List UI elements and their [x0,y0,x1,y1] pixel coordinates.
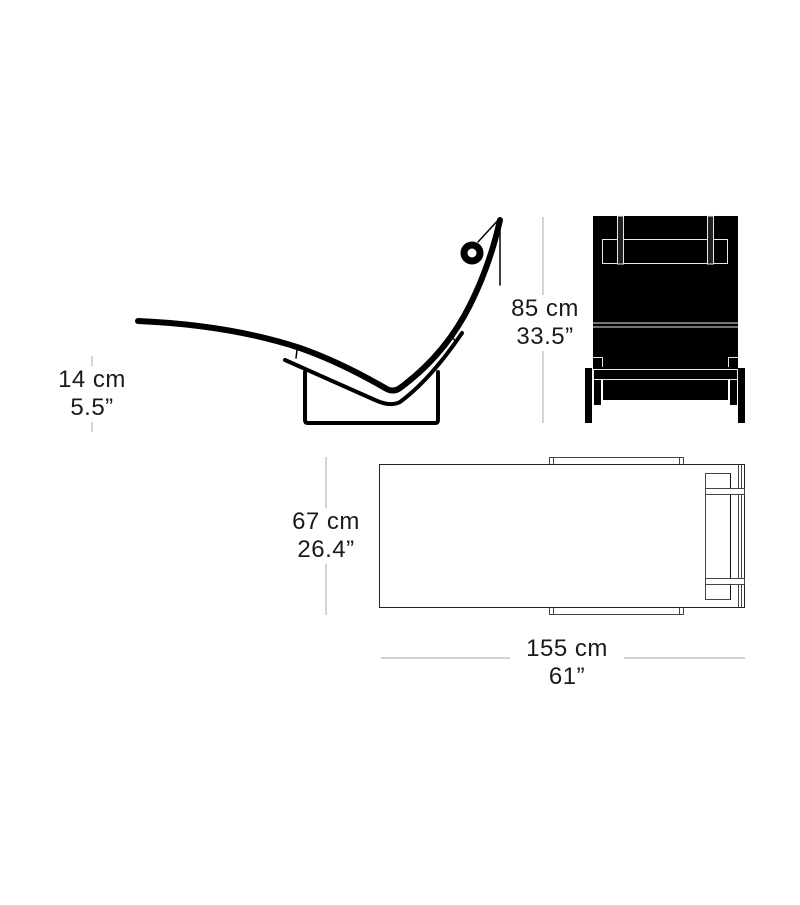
front-view [585,215,745,423]
front-crossbar [593,368,738,380]
front-crossbar-outline [593,369,738,380]
top-rail-lower [549,607,684,615]
side-view [135,217,503,425]
top-strap-upper [705,488,745,495]
width-label: 67 cm 26.4” [281,508,371,564]
side-support-rail [283,331,464,407]
side-base-frame [303,370,440,425]
seat-height-imperial: 5.5” [70,394,114,421]
width-imperial: 26.4” [297,536,355,563]
side-seat-shell [135,217,503,394]
front-leg-right [738,368,745,423]
front-strap-left [617,215,624,265]
front-lower-block [603,380,728,400]
seat-height-label: 14 cm 5.5” [48,366,136,422]
side-connector [451,335,456,342]
front-corner-left [593,357,603,367]
height-metric: 85 cm [511,295,579,322]
seat-height-metric: 14 cm [58,366,126,393]
length-metric: 155 cm [526,635,608,662]
height-label: 85 cm 33.5” [500,295,590,351]
front-corner-right [728,357,738,367]
width-metric: 67 cm [292,508,360,535]
front-leg-inner-right [730,380,737,405]
length-label: 155 cm 61” [510,635,624,691]
length-imperial: 61” [548,663,586,690]
top-view [379,457,745,615]
front-strap-right [707,215,714,265]
headrest-strap [477,217,501,243]
side-connector [295,349,298,359]
front-leg-inner-left [594,380,601,405]
top-rail-upper [549,457,684,465]
top-body [379,464,745,608]
height-imperial: 33.5” [516,323,574,350]
front-leg-left [585,368,592,423]
headrest-pillow [460,241,484,265]
front-headrest-pillow [602,239,728,264]
top-strap-lower [705,578,745,585]
